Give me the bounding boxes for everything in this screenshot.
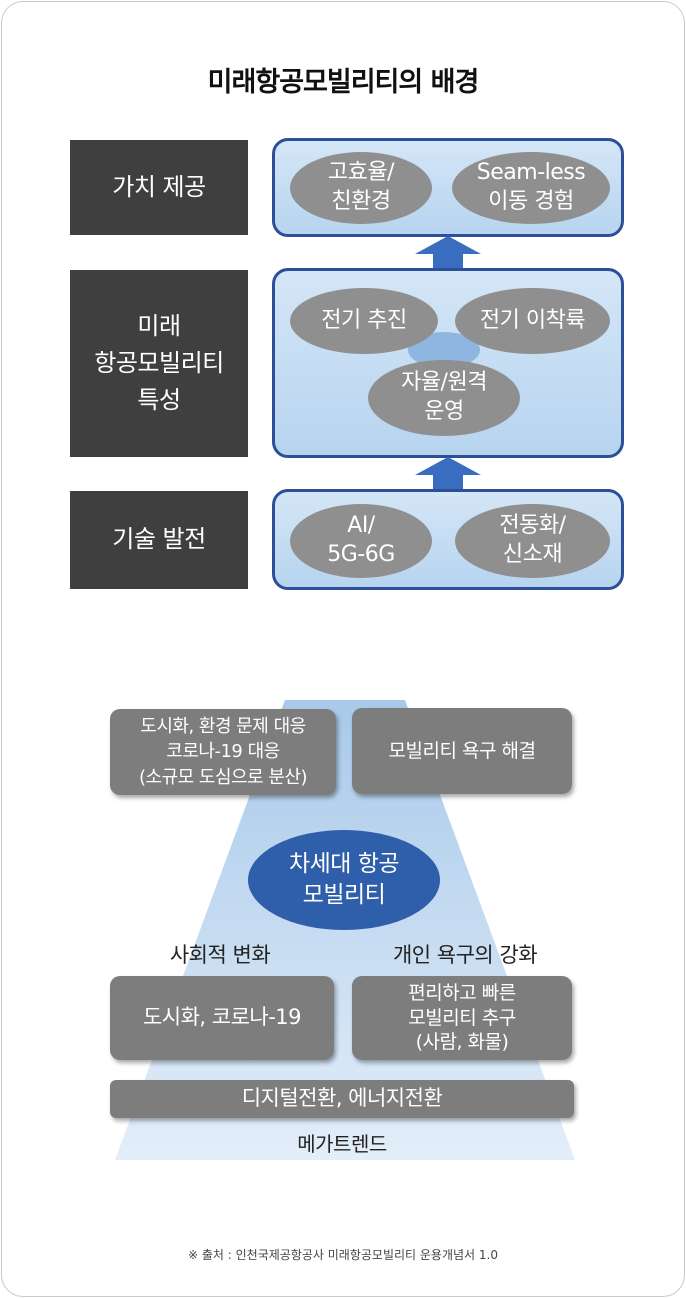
box-urbanization-covid: 도시화, 코로나-19 xyxy=(110,976,334,1060)
up-arrow-icon xyxy=(415,236,481,274)
overlap-highlight xyxy=(408,332,480,368)
row-label-value: 가치 제공 xyxy=(70,140,248,235)
center-next-gen-aam: 차세대 항공 모빌리티 xyxy=(248,830,440,930)
row-label-technology: 기술 발전 xyxy=(70,491,248,589)
label-megatrend: 메가트렌드 xyxy=(297,1132,387,1156)
bar-digital-energy-transition: 디지털전환, 에너지전환 xyxy=(110,1080,574,1118)
heading-social-change: 사회적 변화 xyxy=(169,943,271,967)
box-mobility-needs: 모빌리티 욕구 해결 xyxy=(352,708,572,794)
ellipse-efficiency: 고효율/ 친환경 xyxy=(290,152,432,224)
row-label-characteristics: 미래 항공모빌리티 특성 xyxy=(70,270,248,457)
box-urbanization-response: 도시화, 환경 문제 대응 코로나-19 대응 (소규모 도심으로 분산) xyxy=(110,709,336,795)
up-arrow-icon xyxy=(415,457,481,495)
source-note: ※ 출처 : 인천국제공항공사 미래항공모빌리티 운용개념서 1.0 xyxy=(188,1248,498,1262)
ellipse-autonomous: 자율/원격 운영 xyxy=(368,360,520,436)
ellipse-seamless: Seam-less 이동 경험 xyxy=(452,152,610,224)
heading-personal-needs: 개인 욕구의 강화 xyxy=(392,943,538,967)
ellipse-ai-5g: AI/ 5G-6G xyxy=(290,504,432,578)
ellipse-electric-propulsion: 전기 추진 xyxy=(290,288,438,354)
figure-title: 미래항공모빌리티의 배경 xyxy=(207,67,480,98)
ellipse-electrification: 전동화/ 신소재 xyxy=(455,504,610,578)
ellipse-evtol: 전기 이착륙 xyxy=(455,288,610,354)
box-fast-mobility: 편리하고 빠른 모빌리티 추구 (사람, 화물) xyxy=(352,976,572,1060)
